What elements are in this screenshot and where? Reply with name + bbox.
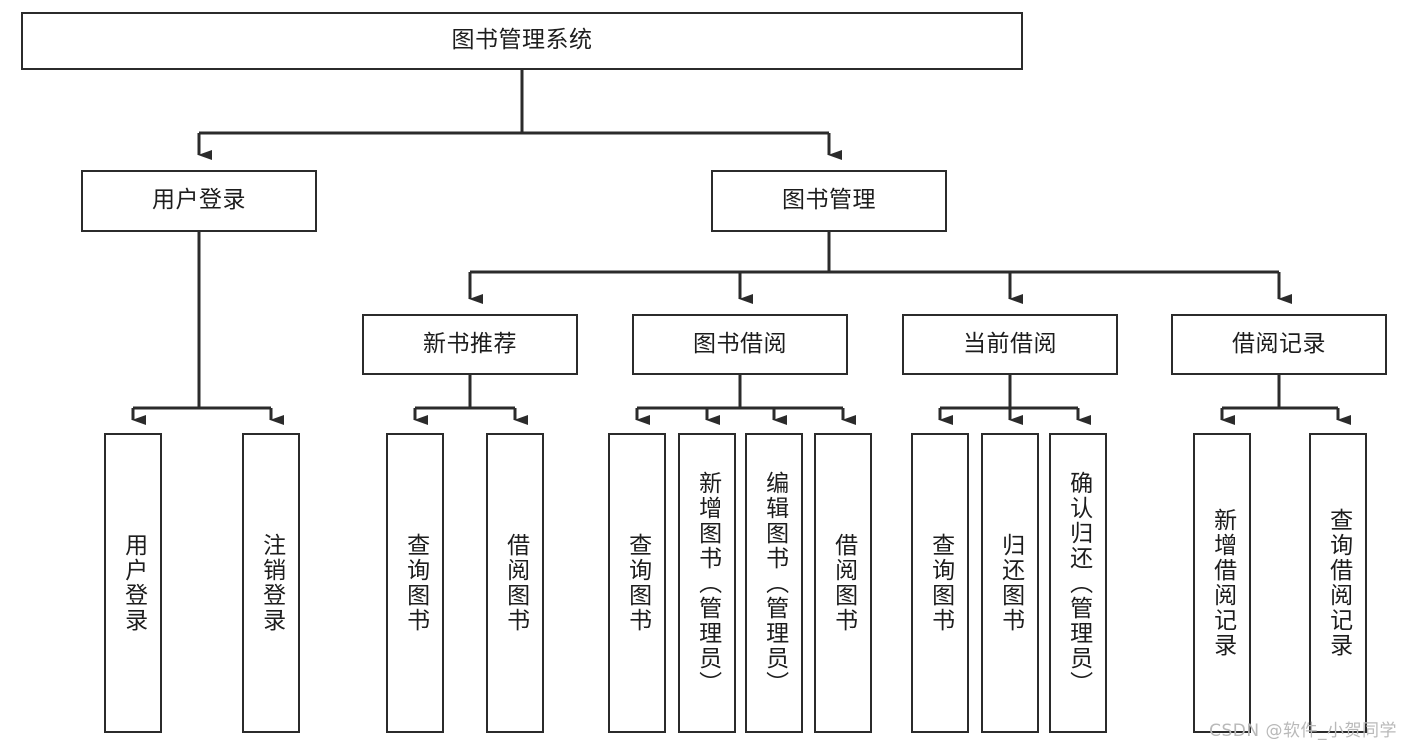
node-leaf-add-record[interactable]: 新增借阅记录 <box>1193 433 1251 733</box>
node-leaf-query-book-3[interactable]: 查询图书 <box>911 433 969 733</box>
node-leaf-return-book[interactable]: 归还图书 <box>981 433 1039 733</box>
node-leaf-user-logout[interactable]: 注销登录 <box>242 433 300 733</box>
node-new-book-recommend[interactable]: 新书推荐 <box>362 314 578 375</box>
node-leaf-add-book-label: 新增图书（管理员） <box>694 470 721 696</box>
node-leaf-query-book-2-label: 查询图书 <box>624 533 651 633</box>
node-user-login[interactable]: 用户登录 <box>81 170 317 232</box>
node-leaf-borrow-book-2-label: 借阅图书 <box>830 533 857 633</box>
node-root[interactable]: 图书管理系统 <box>21 12 1023 70</box>
node-leaf-user-logout-label: 注销登录 <box>258 533 285 633</box>
node-leaf-add-book[interactable]: 新增图书（管理员） <box>678 433 736 733</box>
node-root-label: 图书管理系统 <box>451 27 593 54</box>
node-book-manage[interactable]: 图书管理 <box>711 170 947 232</box>
node-leaf-query-book-1-label: 查询图书 <box>402 533 429 633</box>
node-leaf-query-book-2[interactable]: 查询图书 <box>608 433 666 733</box>
node-leaf-edit-book[interactable]: 编辑图书（管理员） <box>745 433 803 733</box>
node-leaf-user-login-label: 用户登录 <box>120 533 147 633</box>
node-current-borrow[interactable]: 当前借阅 <box>902 314 1118 375</box>
node-leaf-borrow-book-2[interactable]: 借阅图书 <box>814 433 872 733</box>
node-current-borrow-label: 当前借阅 <box>963 330 1057 357</box>
node-leaf-query-record[interactable]: 查询借阅记录 <box>1309 433 1367 733</box>
node-borrow-record[interactable]: 借阅记录 <box>1171 314 1387 375</box>
node-new-book-recommend-label: 新书推荐 <box>423 330 517 357</box>
node-leaf-query-book-3-label: 查询图书 <box>927 533 954 633</box>
node-leaf-borrow-book-1-label: 借阅图书 <box>502 533 529 633</box>
node-book-borrow-label: 图书借阅 <box>693 330 787 357</box>
node-user-login-label: 用户登录 <box>152 187 246 214</box>
node-leaf-edit-book-label: 编辑图书（管理员） <box>761 470 788 696</box>
node-leaf-query-record-label: 查询借阅记录 <box>1325 508 1352 658</box>
node-leaf-borrow-book-1[interactable]: 借阅图书 <box>486 433 544 733</box>
node-leaf-add-record-label: 新增借阅记录 <box>1209 508 1236 658</box>
node-borrow-record-label: 借阅记录 <box>1232 330 1326 357</box>
node-leaf-confirm-return[interactable]: 确认归还（管理员） <box>1049 433 1107 733</box>
node-leaf-query-book-1[interactable]: 查询图书 <box>386 433 444 733</box>
node-book-manage-label: 图书管理 <box>782 187 876 214</box>
watermark-text: CSDN @软件_小贺同学 <box>1209 721 1397 741</box>
node-leaf-user-login[interactable]: 用户登录 <box>104 433 162 733</box>
node-leaf-confirm-return-label: 确认归还（管理员） <box>1065 470 1092 696</box>
node-leaf-return-book-label: 归还图书 <box>997 533 1024 633</box>
node-book-borrow[interactable]: 图书借阅 <box>632 314 848 375</box>
